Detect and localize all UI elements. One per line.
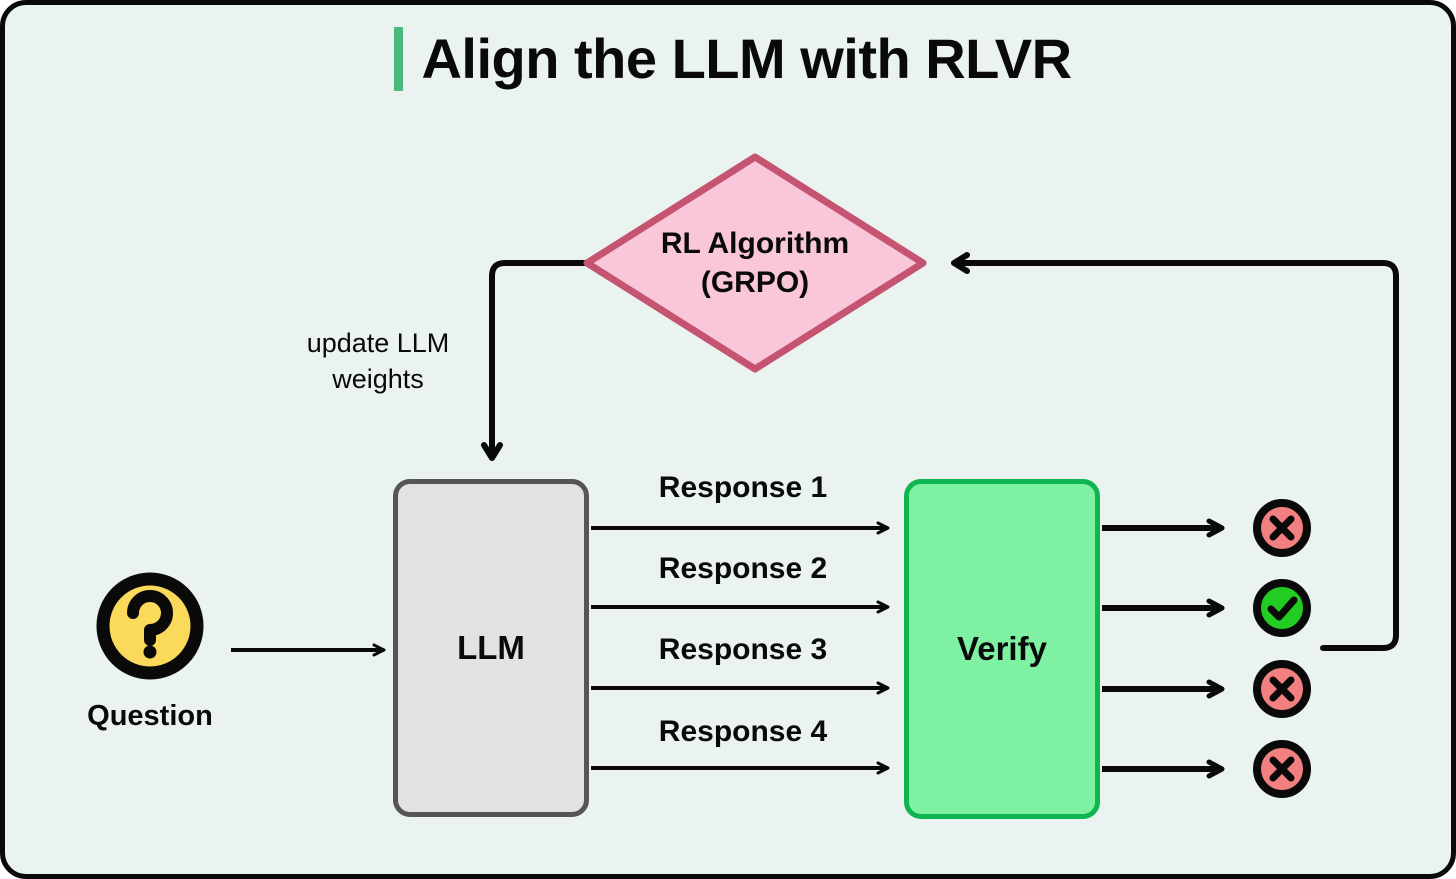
node-rl-algorithm[interactable]: RL Algorithm (GRPO) — [580, 150, 930, 376]
diamond-shape — [583, 153, 927, 373]
verify-label: Verify — [957, 630, 1047, 667]
edge-update-llm-weights — [481, 260, 588, 461]
response-label-4: Response 4 — [658, 715, 828, 748]
check-circle-icon[interactable] — [1251, 577, 1313, 639]
title-text: Align the LLM with RLVR — [421, 27, 1072, 90]
x-circle-icon[interactable] — [1251, 658, 1313, 720]
response-label-2: Response 2 — [658, 552, 828, 585]
response-label-3: Response 3 — [658, 633, 828, 666]
rl-algorithm-label: RL Algorithm (GRPO) — [660, 227, 850, 299]
page-title: Align the LLM with RLVR — [5, 27, 1451, 91]
llm-label: LLM — [457, 629, 525, 666]
node-question[interactable]: Question — [70, 570, 230, 733]
x-circle-icon[interactable] — [1251, 738, 1313, 800]
question-label: Question — [87, 700, 213, 732]
question-mark-circle-icon — [96, 572, 204, 680]
node-llm[interactable]: LLM — [393, 479, 589, 817]
node-verify[interactable]: Verify — [904, 479, 1100, 819]
update-weights-label: update LLM weights — [306, 328, 450, 395]
title-accent-bar — [394, 27, 404, 91]
x-circle-icon[interactable] — [1251, 497, 1313, 559]
response-label-1: Response 1 — [658, 471, 828, 504]
